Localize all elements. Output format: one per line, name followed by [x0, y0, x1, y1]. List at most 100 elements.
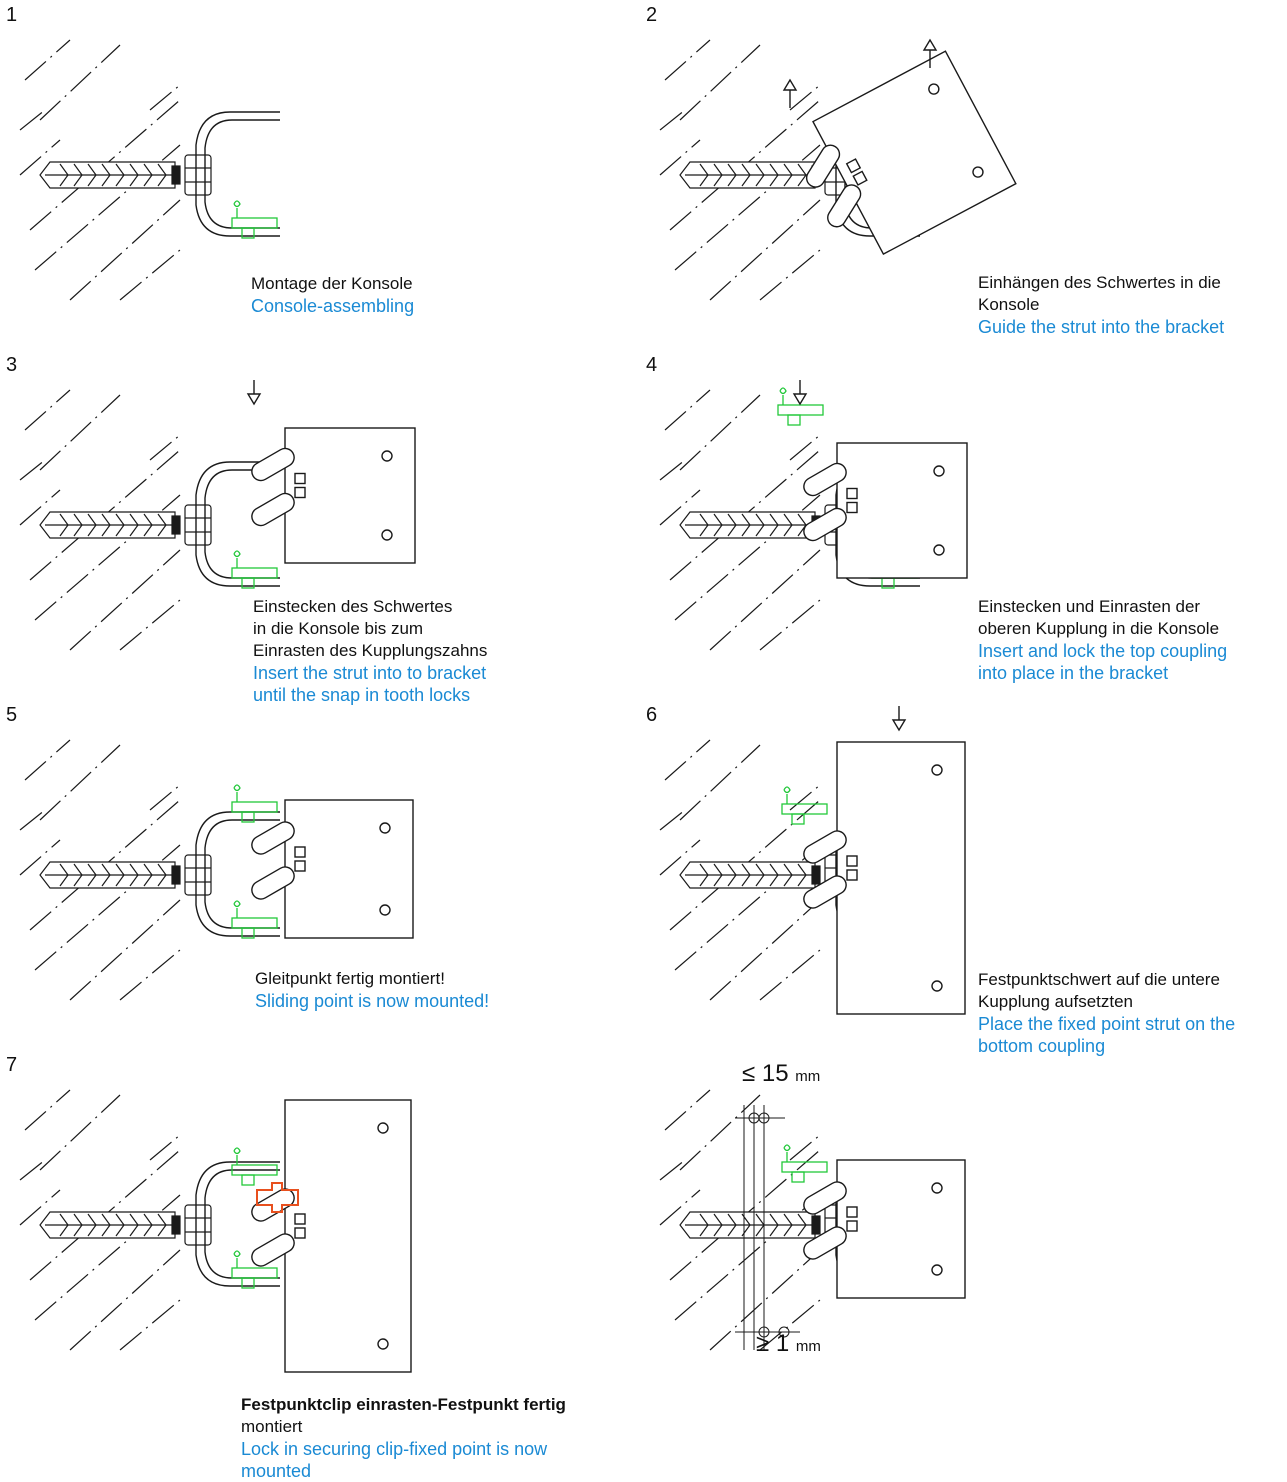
- mounting-hole: [933, 465, 945, 477]
- step-caption: Gleitpunkt fertig montiert! Sliding poin…: [255, 968, 489, 1012]
- fixed-point-strut-plate: [251, 1099, 412, 1373]
- step-1-illustration: [19, 39, 280, 301]
- caption-english: Insert and lock the top coupling into pl…: [978, 641, 1228, 683]
- strut-plate: [803, 442, 968, 579]
- caption-english: Sliding point is now mounted!: [255, 991, 490, 1011]
- dimension-top-unit: mm: [795, 1068, 821, 1085]
- dimension-illustration: [659, 1089, 966, 1351]
- mounting-hole: [377, 1122, 389, 1134]
- step-6-illustration: [659, 706, 966, 1015]
- step-number: 7: [6, 1054, 18, 1076]
- dimension-bottom-value: 1: [775, 1330, 790, 1357]
- step-caption: Festpunktschwert auf die untere Kupplung…: [978, 969, 1235, 1057]
- mounting-hole: [931, 1264, 943, 1276]
- slot-pair: [251, 821, 295, 900]
- top-coupling: [231, 784, 278, 823]
- step-caption: Einstecken des Schwertes in die Konsole …: [253, 596, 487, 706]
- step-2-panel: 2 Einhängen des Schwertes in die Konsole…: [640, 0, 1280, 355]
- caption-german: Einhängen des Schwertes in die Konsole: [978, 273, 1221, 314]
- mounting-hole: [377, 1338, 389, 1350]
- mounting-hole: [928, 83, 940, 95]
- caption-english: Guide the strut into the bracket: [978, 317, 1225, 337]
- strut-plate-tilted: [805, 50, 1017, 256]
- tilt-arrow-icon: [782, 78, 798, 108]
- caption-english: Place the fixed point strut on the botto…: [978, 1014, 1236, 1056]
- bottom-coupling: [231, 1250, 278, 1289]
- step-caption: Einhängen des Schwertes in die Konsole G…: [978, 272, 1224, 338]
- hex-nut: [184, 854, 212, 896]
- step-7-illustration: [19, 1089, 412, 1373]
- caption-german: Festpunktclip einrasten-Festpunkt fertig: [241, 1395, 566, 1414]
- step-number: 3: [6, 354, 18, 376]
- mounting-hole: [931, 1182, 943, 1194]
- step-4-illustration: [659, 380, 968, 651]
- dimension-bottom-unit: mm: [795, 1338, 821, 1355]
- mounting-hole: [931, 764, 943, 776]
- dimension-top-label: ≤ 15 mm: [742, 1060, 820, 1088]
- console-bracket: [195, 1161, 280, 1287]
- caption-german: Einstecken des Schwertes in die Konsole …: [253, 597, 488, 660]
- mounting-hole: [379, 822, 391, 834]
- step-1-panel: 1 Montage der Konsole Console-assembling: [0, 0, 640, 355]
- insert-arrow-icon: [891, 706, 907, 732]
- step-number: 4: [646, 354, 658, 376]
- dimension-lines: [735, 1105, 800, 1350]
- caption-german: Einstecken und Einrasten der oberen Kupp…: [978, 597, 1220, 638]
- mounting-hole: [931, 980, 943, 992]
- top-coupling: [231, 1147, 278, 1186]
- step-2-illustration: [659, 38, 1017, 301]
- caption-german: Montage der Konsole: [251, 274, 413, 293]
- wall-anchor: [39, 504, 212, 546]
- bottom-coupling: [231, 550, 278, 589]
- caption-german-2: montiert: [241, 1417, 303, 1436]
- mounting-hole: [379, 904, 391, 916]
- step-caption: Montage der Konsole Console-assembling: [251, 273, 414, 317]
- step-3-panel: 3 Einstecken des Schwertes in die Konsol…: [0, 350, 640, 705]
- caption-german: Festpunktschwert auf die untere Kupplung…: [978, 970, 1220, 1011]
- tilt-arrow-icon: [922, 38, 938, 68]
- hex-nut: [184, 154, 212, 196]
- strut-plate: [251, 427, 416, 564]
- console-bracket: [195, 111, 280, 237]
- mounting-hole: [972, 166, 984, 178]
- strut-plate: [803, 1159, 966, 1299]
- step-5-panel: 5 Gleitpunkt fertig montiert! Sliding po…: [0, 700, 640, 1055]
- top-coupling: [781, 1144, 828, 1183]
- step-caption: Einstecken und Einrasten der oberen Kupp…: [978, 596, 1227, 684]
- caption-german: Gleitpunkt fertig montiert!: [255, 969, 445, 988]
- console-bracket: [195, 811, 280, 937]
- step-number: 2: [646, 4, 658, 26]
- caption-english: Insert the strut into to bracket until t…: [253, 663, 487, 705]
- step-number: 6: [646, 704, 658, 726]
- slot-pair: [805, 144, 862, 228]
- hex-nut: [184, 504, 212, 546]
- bottom-coupling: [231, 900, 278, 939]
- step-caption: Festpunktclip einrasten-Festpunkt fertig…: [241, 1394, 566, 1482]
- mounting-hole: [381, 529, 393, 541]
- dimension-top-symbol: ≤: [742, 1060, 756, 1087]
- wall-anchor: [39, 854, 212, 896]
- wall-anchor: [39, 154, 212, 196]
- insert-arrow-icon: [246, 380, 262, 406]
- dimension-top-value: 15: [761, 1060, 789, 1087]
- step-7-panel: 7 Festpunktclip einrasten-Festpunkt fert…: [0, 1050, 640, 1481]
- dimension-bottom-symbol: ≥: [756, 1330, 770, 1357]
- slot-pair: [803, 830, 847, 909]
- insert-arrow-icon: [792, 380, 808, 406]
- slot-pair: [803, 462, 847, 542]
- bottom-coupling: [231, 200, 278, 239]
- step-6-panel: 6 Festpunktschwert auf die untere Kupplu…: [640, 700, 1280, 1057]
- caption-english: Console-assembling: [251, 296, 415, 316]
- hex-nut: [184, 1204, 212, 1246]
- top-coupling: [777, 387, 824, 426]
- step-number: 5: [6, 704, 18, 726]
- wall-anchor: [39, 1204, 212, 1246]
- mounting-hole: [933, 544, 945, 556]
- mounting-hole: [381, 450, 393, 462]
- step-5-illustration: [19, 739, 414, 1001]
- console-bracket: [195, 461, 280, 587]
- step-number: 1: [6, 4, 18, 26]
- slot-pair: [251, 447, 295, 527]
- step-4-panel: 4 Einstecken und Einrasten der oberen Ku…: [640, 350, 1280, 705]
- strut-plate: [251, 799, 414, 939]
